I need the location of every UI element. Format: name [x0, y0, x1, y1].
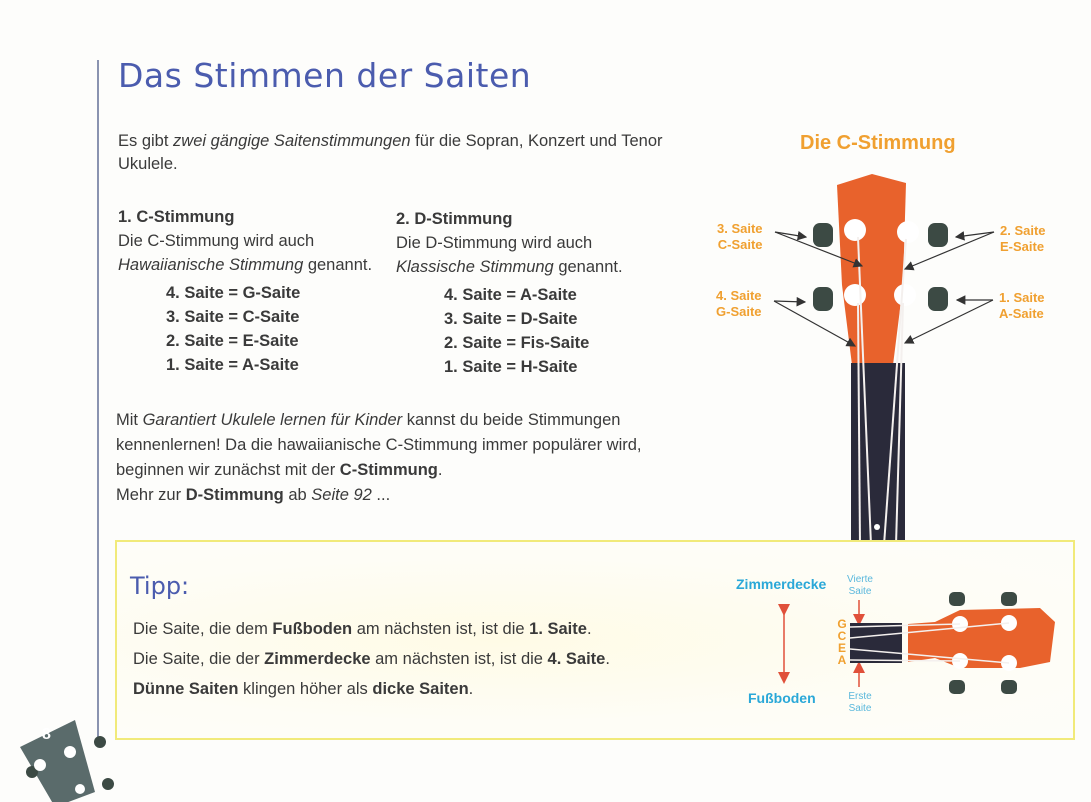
tuning-c: 1. C-Stimmung Die C-Stimmung wird auch H…	[118, 205, 388, 377]
string-item: 3. Saite = C-Saite	[166, 308, 300, 326]
text: für die Sopran, Konzert und Tenor Ukulel…	[118, 132, 663, 173]
fretboard	[850, 623, 902, 663]
text: genannt.	[553, 258, 623, 276]
page-margin-line	[97, 60, 99, 740]
outro-line: Mehr zur D-Stimmung ab Seite 92 ...	[116, 483, 696, 508]
tuning-heading: 1. C-Stimmung	[118, 208, 235, 226]
tip-text: Die Saite, die dem Fußboden am nächsten …	[133, 614, 610, 704]
page-number: 8	[42, 726, 51, 743]
headstock	[837, 174, 906, 365]
text: Mehr zur	[116, 486, 186, 504]
label-line: G-Saite	[716, 304, 762, 319]
emphasis: C-Stimmung	[339, 461, 438, 479]
text: Die C-Stimmung wird auch	[118, 232, 315, 250]
strings	[849, 622, 1010, 664]
floor-label: Fußboden	[748, 690, 816, 706]
string-item: 4. Saite = G-Saite	[166, 284, 301, 302]
tip-line: Die Saite, die dem Fußboden am nächsten …	[133, 614, 610, 644]
string-notes: G C E A	[837, 618, 847, 666]
label-line: A-Saite	[999, 306, 1044, 321]
text: klingen höher als	[238, 680, 373, 698]
label-line: C-Saite	[717, 237, 763, 252]
label-line: Vierte	[847, 574, 873, 585]
text: Die Saite, die dem	[133, 620, 273, 638]
text: .	[437, 461, 443, 479]
note: G	[837, 617, 847, 631]
string-item: 1. Saite = H-Saite	[444, 358, 578, 376]
label-line: 2. Saite	[1000, 223, 1046, 238]
fret-marker	[874, 524, 880, 530]
strings	[857, 236, 907, 545]
tip-line: Dünne Saiten klingen höher als dicke Sai…	[133, 674, 610, 704]
emphasis: Klassische Stimmung	[396, 258, 554, 276]
tip-line: Die Saite, die der Zimmerdecke am nächst…	[133, 644, 610, 674]
string-list: 4. Saite = A-Saite 3. Saite = D-Saite 2.…	[396, 283, 666, 379]
tip-title: Tipp:	[130, 572, 190, 600]
text: am nächsten ist, ist die	[370, 650, 548, 668]
ceiling-label: Zimmerdecke	[736, 576, 827, 592]
text: genannt.	[303, 256, 373, 274]
text: ab	[283, 486, 312, 504]
string-item: 1. Saite = A-Saite	[166, 356, 299, 374]
text: .	[605, 650, 610, 668]
page-number-headstock-icon	[20, 720, 114, 802]
emphasis: dicke Saiten	[372, 680, 469, 698]
intro-paragraph: Es gibt zwei gängige Saitenstimmungen fü…	[118, 130, 678, 176]
diagram-title: Die C-Stimmung	[800, 132, 956, 154]
page-title: Das Stimmen der Saiten	[118, 56, 532, 95]
text: Mit	[116, 411, 143, 429]
emphasis: Hawaiianische Stimmung	[118, 256, 304, 274]
ukulele-headstock-illustration	[773, 174, 995, 545]
emphasis: zwei gängige Saitenstimmungen	[173, 132, 411, 150]
emphasis: 1. Saite	[529, 620, 587, 638]
label-line: E-Saite	[1000, 239, 1045, 254]
label-line: Saite	[848, 586, 872, 597]
horizontal-ukulele-illustration	[778, 592, 1055, 694]
page-reference: Seite 92	[311, 486, 372, 504]
text: ...	[371, 486, 391, 504]
string-item: 4. Saite = A-Saite	[444, 286, 577, 304]
text: .	[468, 680, 474, 698]
label-arrows	[773, 230, 995, 347]
tuning-description: Die C-Stimmung wird auch Hawaiianische S…	[118, 229, 388, 277]
headstock	[908, 608, 1055, 668]
emphasis: Zimmerdecke	[264, 650, 371, 668]
text: Es gibt	[118, 132, 174, 150]
emphasis: 4. Saite	[547, 650, 606, 668]
note: E	[837, 641, 846, 655]
text: am nächsten ist, ist die	[352, 620, 530, 638]
text: Die Saite, die der	[133, 650, 265, 668]
note: A	[837, 653, 847, 667]
label-line: Saite	[848, 703, 872, 714]
text: Die D-Stimmung wird auch	[396, 234, 593, 252]
tuning-heading: 2. D-Stimmung	[396, 210, 513, 228]
emphasis: Fußboden	[272, 620, 353, 638]
tuning-d: 2. D-Stimmung Die D-Stimmung wird auch K…	[396, 207, 666, 379]
string-list: 4. Saite = G-Saite 3. Saite = C-Saite 2.…	[118, 281, 388, 377]
outro-line: Mit Garantiert Ukulele lernen für Kinder…	[116, 408, 696, 483]
emphasis: D-Stimmung	[185, 486, 284, 504]
string-item: 2. Saite = Fis-Saite	[444, 334, 590, 352]
note: C	[837, 629, 847, 643]
string-item: 2. Saite = E-Saite	[166, 332, 299, 350]
emphasis: Dünne Saiten	[133, 680, 239, 698]
tuning-description: Die D-Stimmung wird auch Klassische Stim…	[396, 231, 666, 279]
label-line: 1. Saite	[999, 290, 1045, 305]
outro-paragraph: Mit Garantiert Ukulele lernen für Kinder…	[116, 408, 696, 508]
text: kannst du beide Stimmungen kennenlernen!…	[116, 411, 642, 479]
text: .	[586, 620, 592, 638]
label-line: 3. Saite	[717, 221, 763, 236]
label-line: Erste	[848, 691, 872, 702]
string-item: 3. Saite = D-Saite	[444, 310, 578, 328]
label-line: 4. Saite	[716, 288, 762, 303]
book-title: Garantiert Ukulele lernen für Kinder	[142, 411, 403, 429]
